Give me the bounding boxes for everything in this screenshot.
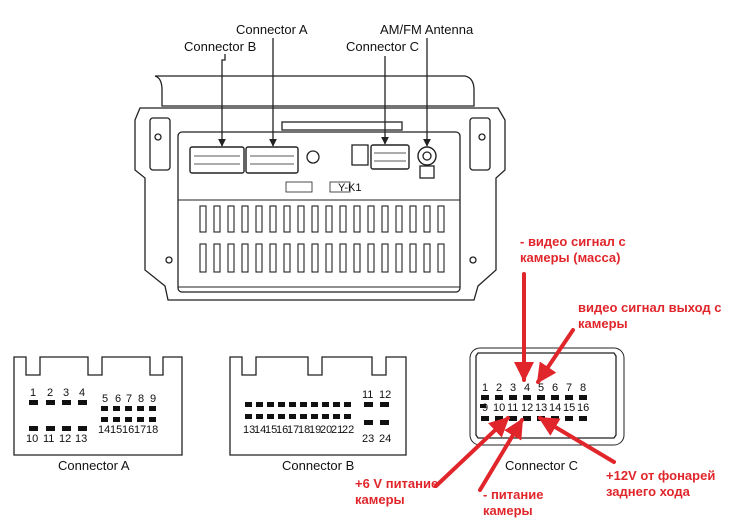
pin-label: 5 [102,393,108,405]
annotation-video-ground: - видео сигнал с камеры (масса) [520,234,626,266]
pin-label: 13 [75,433,87,445]
connector-c-drawing: 1 2 3 4 5 6 7 8 9 10 11 12 13 14 15 16 [469,347,625,446]
unit-socket-c [370,144,410,170]
pin-label: 7 [126,393,132,405]
pin-label: 12 [379,389,391,401]
pin-label: 2 [496,382,502,394]
pin-label: 22 [342,424,354,436]
pin-label: 16 [276,424,288,436]
pin-label: 9 [150,393,156,405]
callout-connector-c: Connector C [346,39,419,54]
pin-label: 23 [362,433,374,445]
unit-outline [134,107,506,301]
pin-label: 3 [510,382,516,394]
pin-label: 21 [331,424,343,436]
annotation-line: камеры (масса) [520,250,621,265]
annotation-line: камеры [578,316,628,331]
pin-label: 9 [482,402,488,414]
pin-label: 17 [134,424,146,436]
pin-label: 18 [298,424,310,436]
annotation-line: камеры [483,503,533,518]
annotation-line: - питание [483,487,544,502]
pin-label: 1 [482,382,488,394]
pin-label: 14 [549,402,561,414]
pin-label: 13 [535,402,547,414]
pin-label: 11 [43,433,54,445]
connector-b-drawing: 11 12 13 14 15 16 17 18 19 20 21 22 23 2… [229,356,407,456]
pin-label: 14 [254,424,266,436]
annotation-power-plus: +6 V питание камеры [355,476,438,508]
pin-label: 10 [493,402,505,414]
annotation-line: видео сигнал выход с [578,300,722,315]
annotation-line: +6 V питание [355,476,439,491]
pin-label: 11 [507,402,518,414]
pin-label: 11 [362,389,373,401]
pin-label: 15 [563,402,575,414]
annotation-line: +12V от фонарей [606,468,716,483]
pin-label: 6 [115,393,121,405]
pin-label: 14 [98,424,110,436]
pin-label: 24 [379,433,391,445]
caption-connector-a: Connector A [58,458,130,473]
pin-label: 3 [63,387,69,399]
annotation-line: заднего хода [606,484,690,499]
pin-label: 2 [47,387,53,399]
pin-label: 18 [146,424,158,436]
annotation-video-out: видео сигнал выход с камеры [578,300,721,332]
pin-label: 4 [524,382,530,394]
pin-label: 17 [287,424,299,436]
pin-label: 6 [552,382,558,394]
annotation-line: камеры [355,492,405,507]
pin-label: 16 [122,424,134,436]
unit-top-frame [154,75,475,107]
pin-label: 19 [309,424,321,436]
pin-label: 7 [566,382,572,394]
unit-inner-panel [177,131,461,293]
head-unit [134,75,506,301]
callout-antenna: AM/FM Antenna [380,22,474,37]
unit-socket-a [245,146,299,174]
connector-a-drawing: 1 2 3 4 5 6 7 8 9 14 15 16 17 18 10 11 1… [13,356,183,456]
pin-label: 16 [577,402,589,414]
connector-c-outline [475,352,617,439]
vent-slots [199,205,445,273]
pin-label: 12 [59,433,71,445]
pin-label: 8 [580,382,586,394]
pin-label: 15 [265,424,277,436]
caption-connector-c: Connector C [505,458,578,473]
pin-label: 13 [243,424,255,436]
pin-label: 8 [138,393,144,405]
caption-connector-b: Connector B [282,458,355,473]
annotation-power-minus: - питание камеры [483,487,543,519]
pin-label: 20 [320,424,332,436]
pin-label: 15 [110,424,122,436]
unit-antenna-socket [417,146,437,166]
callout-connector-b: Connector B [184,39,257,54]
pin-label: 1 [30,387,36,399]
pin-label: 5 [538,382,544,394]
callout-connector-a: Connector A [236,22,308,37]
connector-b-outline [229,356,407,456]
annotation-reverse-12v: +12V от фонарей заднего хода [606,468,715,500]
unit-socket-b [189,146,245,174]
connector-a-outline [13,356,183,456]
pin-label: 4 [79,387,85,399]
annotation-arrows [434,272,616,492]
pin-label: 12 [521,402,533,414]
unit-marking: Y-K1 [338,182,361,194]
pin-label: 10 [26,433,38,445]
annotation-line: - видео сигнал с [520,234,626,249]
callout-lines [218,38,431,147]
